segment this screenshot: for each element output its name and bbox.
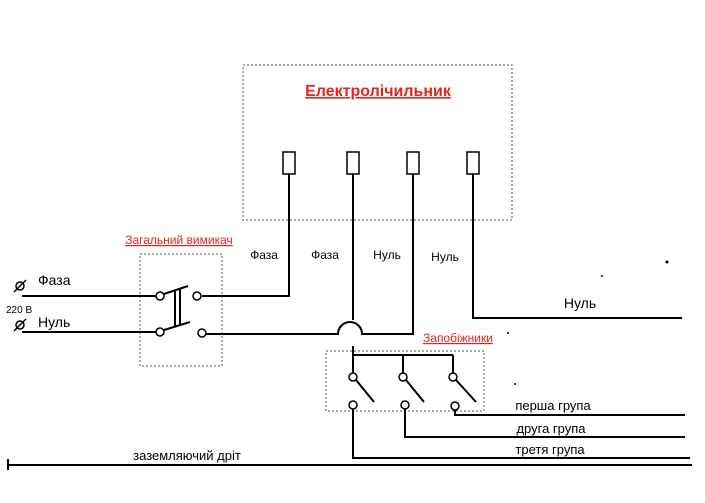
input-wires: [22, 295, 370, 335]
main-switch-box: [139, 253, 223, 367]
meter-terminal-4: [466, 151, 480, 175]
outgoing-neutral-label: Нуль: [564, 295, 596, 311]
terminal-label-2: Фаза: [311, 248, 339, 262]
meter-title: Електролічильник: [305, 83, 452, 100]
group-wires: [352, 409, 690, 459]
input-terminals: [13, 279, 27, 332]
terminal-label-4: Нуль: [431, 250, 459, 264]
meter-terminal-1: [282, 151, 296, 175]
input-neutral-label: Нуль: [38, 314, 70, 330]
terminal-label-3: Нуль: [373, 248, 401, 262]
input-phase-label: Фаза: [38, 272, 71, 288]
ground-wire: [7, 459, 692, 470]
group-label-1: перша група: [515, 398, 591, 413]
fuses-label: Запобіжники: [423, 331, 493, 345]
meter-wires: [202, 174, 682, 335]
meter-terminal-3: [406, 151, 420, 175]
main-switch-blades: [163, 285, 191, 331]
meter-terminal-2: [346, 151, 360, 175]
main-switch-label: Загальний вимикач: [125, 233, 233, 247]
group-label-3: третя група: [515, 442, 585, 457]
fuse-contacts: [348, 372, 460, 411]
input-voltage-label: 220 В: [6, 305, 32, 316]
terminal-label-1: Фаза: [250, 248, 278, 262]
group-label-2: друга група: [516, 421, 586, 436]
fuse-bus: [352, 346, 477, 403]
stray-dots: [507, 260, 669, 385]
ground-wire-label: заземляючий дріт: [133, 448, 241, 463]
